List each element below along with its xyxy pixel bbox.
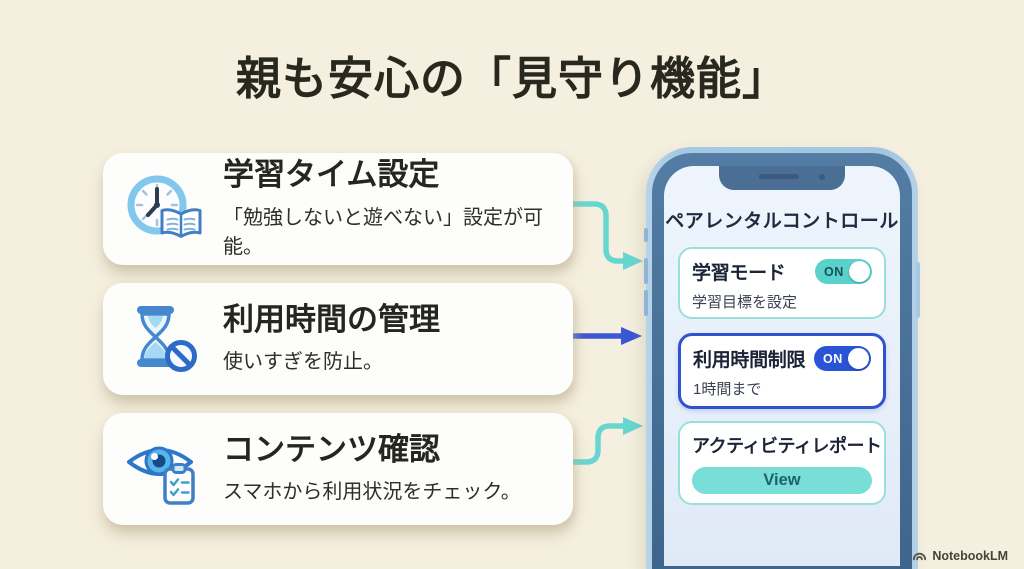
- phone-speaker: [758, 174, 799, 179]
- phone-mute-switch: [644, 228, 648, 242]
- feature-card-usage-time: 利用時間の管理 使いすぎを防止。: [103, 283, 573, 395]
- toggle-knob: [849, 261, 870, 282]
- study-mode-label: 学習モード: [692, 263, 786, 284]
- eye-checklist-icon: [127, 446, 195, 505]
- feature-title: 利用時間の管理: [223, 301, 440, 337]
- phone-card-time-limit: 利用時間制限 ON 1時間まで: [678, 333, 886, 409]
- feature-description: 「勉強しないと遊べない」設定が可能。: [223, 206, 543, 258]
- phone-card-study-mode: 学習モード ON 学習目標を設定: [678, 247, 886, 319]
- phone-volume-down-button: [644, 290, 648, 316]
- phone-bezel: ペアレンタルコントロール 学習モード ON 学習目標を設定 利用時間制限: [652, 153, 912, 569]
- feature-title: コンテンツ確認: [223, 431, 440, 467]
- phone-screen: ペアレンタルコントロール 学習モード ON 学習目標を設定 利用時間制限: [664, 166, 900, 566]
- arrow-usage-time-icon: [571, 327, 642, 345]
- toggle-on-label: ON: [823, 351, 843, 366]
- toggle-knob: [848, 348, 869, 369]
- phone-header-title: ペアレンタルコントロール: [665, 211, 899, 232]
- phone-mockup: ペアレンタルコントロール 学習モード ON 学習目標を設定 利用時間制限: [644, 147, 920, 569]
- activity-report-label: アクティビティレポート: [692, 436, 882, 456]
- toggle-on-label: ON: [824, 264, 844, 279]
- feature-card-content-check: コンテンツ確認 スマホから利用状況をチェック。: [103, 413, 573, 525]
- feature-description: 使いすぎを防止。: [223, 351, 383, 374]
- page-title: 親も安心の「見守り機能」: [235, 53, 788, 104]
- phone-notch: [719, 166, 845, 190]
- arrow-study-time-icon: [570, 201, 643, 270]
- view-button[interactable]: View: [692, 467, 872, 494]
- feature-title: 学習タイム設定: [223, 157, 440, 193]
- phone-volume-up-button: [644, 258, 648, 284]
- time-limit-label: 利用時間制限: [693, 350, 806, 371]
- hourglass-block-icon: [137, 306, 197, 372]
- study-mode-toggle[interactable]: ON: [815, 259, 872, 284]
- phone-power-button: [916, 262, 920, 318]
- phone-camera-icon: [819, 174, 825, 180]
- study-mode-subtitle: 学習目標を設定: [692, 294, 798, 311]
- feature-description: スマホから利用状況をチェック。: [223, 481, 521, 504]
- feature-card-study-time: 学習タイム設定 「勉強しないと遊べない」設定が可能。: [103, 153, 573, 265]
- arrow-content-check-icon: [570, 417, 643, 465]
- time-limit-subtitle: 1時間まで: [693, 381, 762, 398]
- clock-book-icon: [127, 175, 202, 238]
- phone-card-activity-report: アクティビティレポート View: [678, 421, 886, 505]
- watermark-label: NotebookLM: [932, 548, 1008, 563]
- time-limit-toggle[interactable]: ON: [814, 346, 871, 371]
- notebooklm-icon: [913, 552, 927, 561]
- notebooklm-watermark: NotebookLM: [912, 548, 1008, 563]
